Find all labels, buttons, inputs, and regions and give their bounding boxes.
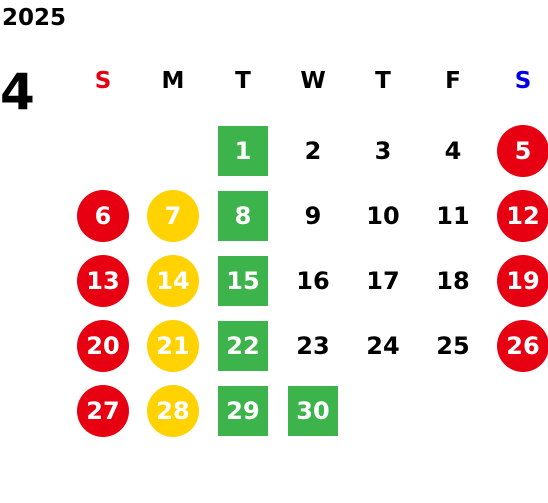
day-number: 4 — [444, 137, 462, 165]
day-cell: 11 — [418, 191, 488, 241]
highlight-circle: 5 — [497, 125, 548, 177]
day-cell: 10 — [348, 191, 418, 241]
day-number: 7 — [164, 202, 182, 230]
day-number: 27 — [86, 397, 120, 425]
day-number: 13 — [86, 267, 120, 295]
day-number: 23 — [296, 332, 330, 360]
day-cell — [418, 386, 488, 436]
weekday-thursday: T — [375, 68, 391, 94]
day-number: 1 — [234, 137, 252, 165]
day-cell: 19 — [488, 255, 548, 307]
highlight-square: 1 — [218, 126, 268, 176]
highlight-square: 30 — [288, 386, 338, 436]
day-cell: 17 — [348, 256, 418, 306]
calendar-year: 2025 — [2, 5, 67, 31]
day-cell: 13 — [68, 255, 138, 307]
day-number: 18 — [436, 267, 470, 295]
day-cell: 28 — [138, 385, 208, 437]
day-number: 19 — [506, 267, 540, 295]
highlight-circle: 20 — [77, 320, 129, 372]
highlight-square: 22 — [218, 321, 268, 371]
highlight-square: 8 — [218, 191, 268, 241]
day-number: 16 — [296, 267, 330, 295]
day-cell: 5 — [488, 125, 548, 177]
day-cell: 3 — [348, 126, 418, 176]
highlight-circle: 6 — [77, 190, 129, 242]
day-cell: 9 — [278, 191, 348, 241]
day-cell: 1 — [208, 126, 278, 176]
week-row: 27 28 29 30 — [68, 385, 548, 437]
day-cell: 4 — [418, 126, 488, 176]
weekday-saturday: S — [514, 68, 532, 94]
day-cell: 29 — [208, 386, 278, 436]
highlight-square: 15 — [218, 256, 268, 306]
day-number: 5 — [514, 137, 532, 165]
day-cell — [348, 386, 418, 436]
day-cell — [68, 126, 138, 176]
week-row: 13 14 15 16 17 18 19 — [68, 255, 548, 307]
calendar-month: 4 — [0, 63, 35, 121]
day-cell: 6 — [68, 190, 138, 242]
day-number: 25 — [436, 332, 470, 360]
day-number: 29 — [226, 397, 260, 425]
day-number: 14 — [156, 267, 190, 295]
day-number: 11 — [436, 202, 470, 230]
day-number: 21 — [156, 332, 190, 360]
highlight-circle: 14 — [147, 255, 199, 307]
day-number: 26 — [506, 332, 540, 360]
day-number: 8 — [234, 202, 252, 230]
day-cell: 27 — [68, 385, 138, 437]
day-number: 17 — [366, 267, 400, 295]
day-cell: 26 — [488, 320, 548, 372]
weekday-header: S M T W T F S — [68, 56, 548, 106]
weekday-sunday: S — [94, 68, 112, 94]
weekday-friday: F — [445, 68, 461, 94]
day-number: 2 — [304, 137, 322, 165]
day-number: 3 — [374, 137, 392, 165]
day-number: 20 — [86, 332, 120, 360]
day-number: 10 — [366, 202, 400, 230]
weekday-tuesday: T — [235, 68, 251, 94]
day-number: 6 — [94, 202, 112, 230]
day-number: 15 — [226, 267, 260, 295]
highlight-circle: 28 — [147, 385, 199, 437]
day-number: 12 — [506, 202, 540, 230]
highlight-circle: 7 — [147, 190, 199, 242]
day-cell: 24 — [348, 321, 418, 371]
week-row: 20 21 22 23 24 25 26 — [68, 320, 548, 372]
day-cell: 20 — [68, 320, 138, 372]
day-cell — [488, 386, 548, 436]
highlight-square: 29 — [218, 386, 268, 436]
highlight-circle: 26 — [497, 320, 548, 372]
day-cell: 23 — [278, 321, 348, 371]
day-cell: 30 — [278, 386, 348, 436]
highlight-circle: 27 — [77, 385, 129, 437]
day-cell: 16 — [278, 256, 348, 306]
week-row: 1 2 3 4 5 — [68, 125, 548, 177]
day-cell: 7 — [138, 190, 208, 242]
highlight-circle: 19 — [497, 255, 548, 307]
highlight-circle: 13 — [77, 255, 129, 307]
day-cell: 25 — [418, 321, 488, 371]
week-row: 6 7 8 9 10 11 12 — [68, 190, 548, 242]
highlight-circle: 21 — [147, 320, 199, 372]
day-cell: 18 — [418, 256, 488, 306]
weekday-wednesday: W — [300, 68, 326, 94]
day-cell: 21 — [138, 320, 208, 372]
day-number: 30 — [296, 397, 330, 425]
day-number: 24 — [366, 332, 400, 360]
day-number: 28 — [156, 397, 190, 425]
day-cell: 12 — [488, 190, 548, 242]
day-cell: 2 — [278, 126, 348, 176]
day-cell: 8 — [208, 191, 278, 241]
day-number: 22 — [226, 332, 260, 360]
day-cell: 14 — [138, 255, 208, 307]
day-number: 9 — [304, 202, 322, 230]
highlight-circle: 12 — [497, 190, 548, 242]
day-cell: 22 — [208, 321, 278, 371]
weekday-monday: M — [161, 68, 185, 94]
day-cell: 15 — [208, 256, 278, 306]
day-cell — [138, 126, 208, 176]
